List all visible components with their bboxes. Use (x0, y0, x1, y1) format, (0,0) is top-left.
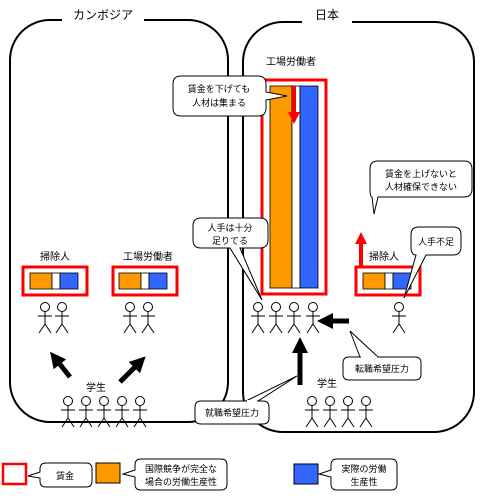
japan-person-icon (341, 396, 355, 428)
cambodia-person-icon (79, 396, 93, 428)
svg-text:国際競争が完全な: 国際競争が完全な (145, 463, 217, 475)
cambodia-factory-label: 工場労働者 (123, 250, 173, 263)
legend-wage: 賃金 (1, 462, 93, 488)
japan-person-icon (251, 302, 265, 334)
svg-text:足りてる: 足りてる (212, 236, 248, 247)
svg-text:人材確保できない: 人材確保できない (385, 181, 457, 193)
cambodia-cleaner-label: 掃除人 (40, 250, 70, 263)
cambodia-students-label: 学生 (86, 381, 106, 394)
japan-factory-wage-bar (260, 78, 328, 296)
svg-text:場合の労働生産性: 場合の労働生産性 (145, 476, 217, 488)
japan-person-icon (359, 396, 373, 428)
svg-text:生産性: 生産性 (350, 476, 377, 488)
cambodia-person-icon (61, 396, 75, 428)
japan-students-label: 学生 (317, 377, 337, 390)
legend-actual: 実際の労働 生産性 (293, 458, 398, 491)
japan-factory-label: 工場労働者 (266, 55, 316, 68)
svg-text:転職希望圧力: 転職希望圧力 (355, 363, 409, 375)
japan-person-icon (269, 302, 283, 334)
cambodia-person-icon (141, 302, 155, 334)
japan-person-icon (392, 302, 406, 334)
japan-people-group (251, 302, 406, 428)
japan-person-icon (305, 396, 319, 428)
svg-text:人手は十分: 人手は十分 (207, 222, 252, 234)
legend: 賃金 国際競争が完全な 場合の労働生産性 実際の労働 生産性 (1, 458, 398, 491)
cambodia-factory-wage-bar (111, 265, 179, 297)
callout-wage-up: 賃金を上げないと 人材確保できない (369, 160, 473, 215)
legend-full-competition: 国際競争が完全な 場合の労働生産性 (95, 458, 228, 491)
svg-text:賃金: 賃金 (56, 470, 74, 482)
cambodia-title: カンボジア (73, 8, 133, 22)
cambodia-cleaner-wage-bar (21, 265, 89, 297)
japan-person-icon (287, 302, 301, 334)
cambodia-person-icon (133, 396, 147, 428)
callout-wage-down: 賃金を下げても 人材は集まる (172, 75, 288, 117)
callout-job-seek: 就職希望圧力 (194, 375, 298, 425)
callout-shortage: 人手不足 (403, 226, 462, 299)
callout-job-change: 転職希望圧力 (342, 330, 422, 381)
cambodia-person-icon (97, 396, 111, 428)
cambodia-arrow-right (118, 356, 146, 384)
svg-text:人手不足: 人手不足 (418, 236, 454, 248)
japan-cleaner-label: 掃除人 (369, 250, 399, 263)
cambodia-person-icon (123, 302, 137, 334)
cambodia-person-icon (55, 302, 69, 334)
cambodia-person-icon (38, 302, 52, 334)
svg-text:人材は集まる: 人材は集まる (192, 97, 246, 109)
japan-person-icon (306, 302, 320, 334)
cambodia-people-group (38, 302, 155, 428)
japan-title: 日本 (315, 8, 339, 22)
japan-panel: 日本 工場労働者 掃除人 学生 (242, 6, 475, 433)
svg-text:実際の労働: 実際の労働 (341, 463, 386, 475)
cambodia-arrow-left (50, 351, 72, 379)
callout-enough-hands: 人手は十分 足りてる (192, 217, 269, 301)
svg-text:賃金を上げないと: 賃金を上げないと (385, 168, 457, 180)
cambodia-panel: カンボジア 掃除人 工場労働者 学生 (9, 6, 229, 428)
svg-text:就職希望圧力: 就職希望圧力 (205, 407, 259, 419)
svg-text:賃金を下げても: 賃金を下げても (188, 83, 251, 95)
japan-person-icon (323, 396, 337, 428)
cambodia-person-icon (115, 396, 129, 428)
